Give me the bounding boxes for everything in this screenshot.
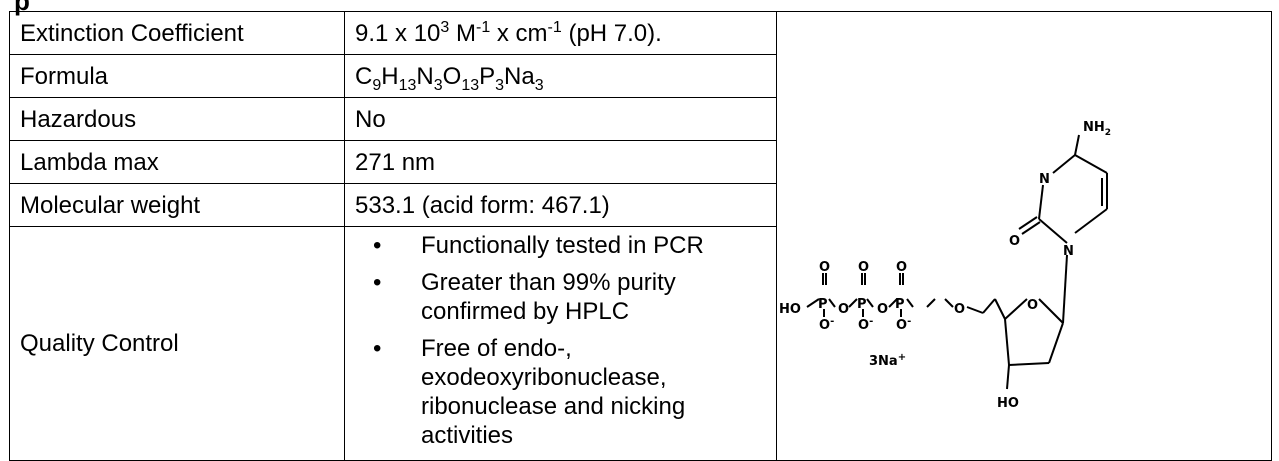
row-label: Extinction Coefficient: [9, 11, 345, 55]
ring-o-label: O: [1027, 298, 1038, 313]
table-row: Molecular weight 533.1 (acid form: 467.1…: [9, 183, 1272, 227]
table-row: Quality Control •Functionally tested in …: [9, 226, 1272, 461]
bridge-o3-label: O: [954, 302, 965, 317]
quality-control-list: •Functionally tested in PCR •Greater tha…: [355, 227, 776, 460]
svg-text:O-: O-: [858, 316, 873, 333]
n3-label: N: [1039, 172, 1050, 187]
hydroxyl-label: HO: [997, 396, 1019, 411]
spec-table: Extinction Coefficient 9.1 x 103 M-1 x c…: [9, 11, 1272, 461]
chemical-structure-cell: NH2 N N O O HO P P P O O O O O O O- O-: [776, 11, 1272, 461]
table-row: Lambda max 271 nm: [9, 140, 1272, 184]
carbonyl-o-label: O: [1009, 234, 1020, 249]
oxo-o2-label: O: [858, 260, 869, 275]
p1-label: P: [818, 297, 828, 312]
row-label: Hazardous: [9, 97, 345, 141]
svg-text:O-: O-: [819, 316, 834, 333]
bridge-o1-label: O: [838, 302, 849, 317]
p3-label: P: [895, 297, 905, 312]
oxo-o1-label: O: [819, 260, 830, 275]
svg-text:O-: O-: [896, 316, 911, 333]
row-value: 533.1 (acid form: 467.1): [344, 183, 777, 227]
oxo-o3-label: O: [896, 260, 907, 275]
n1-label: N: [1063, 244, 1074, 259]
row-value: 271 nm: [344, 140, 777, 184]
p2-label: P: [857, 297, 867, 312]
table-row: Extinction Coefficient 9.1 x 103 M-1 x c…: [9, 11, 1272, 461]
nh2-label: NH: [1083, 120, 1105, 135]
list-item: •Free of endo-, exodeoxyribonuclease, ri…: [373, 335, 686, 449]
row-label: Lambda max: [9, 140, 345, 184]
svg-text:NH2: NH2: [1083, 120, 1111, 138]
bridge-o2-label: O: [877, 302, 888, 317]
row-label: Molecular weight: [9, 183, 345, 227]
row-label: Formula: [9, 54, 345, 98]
quality-control-list-cell: •Functionally tested in PCR •Greater tha…: [344, 226, 777, 461]
extinction-coefficient-value: 9.1 x 103 M-1 x cm-1 (pH 7.0).: [344, 11, 777, 55]
sodium-counterion-label: 3Na+: [869, 352, 906, 369]
list-item: •Greater than 99% purity confirmed by HP…: [373, 269, 676, 325]
formula-value: C9H13N3O13P3Na3: [344, 54, 777, 98]
row-label: Quality Control: [9, 226, 345, 461]
ho-label: HO: [779, 302, 801, 317]
dctp-structure-diagram: NH2 N N O O HO P P P O O O O O O O- O-: [779, 120, 1111, 411]
list-item: •Functionally tested in PCR: [373, 232, 704, 259]
row-value: No: [344, 97, 777, 141]
